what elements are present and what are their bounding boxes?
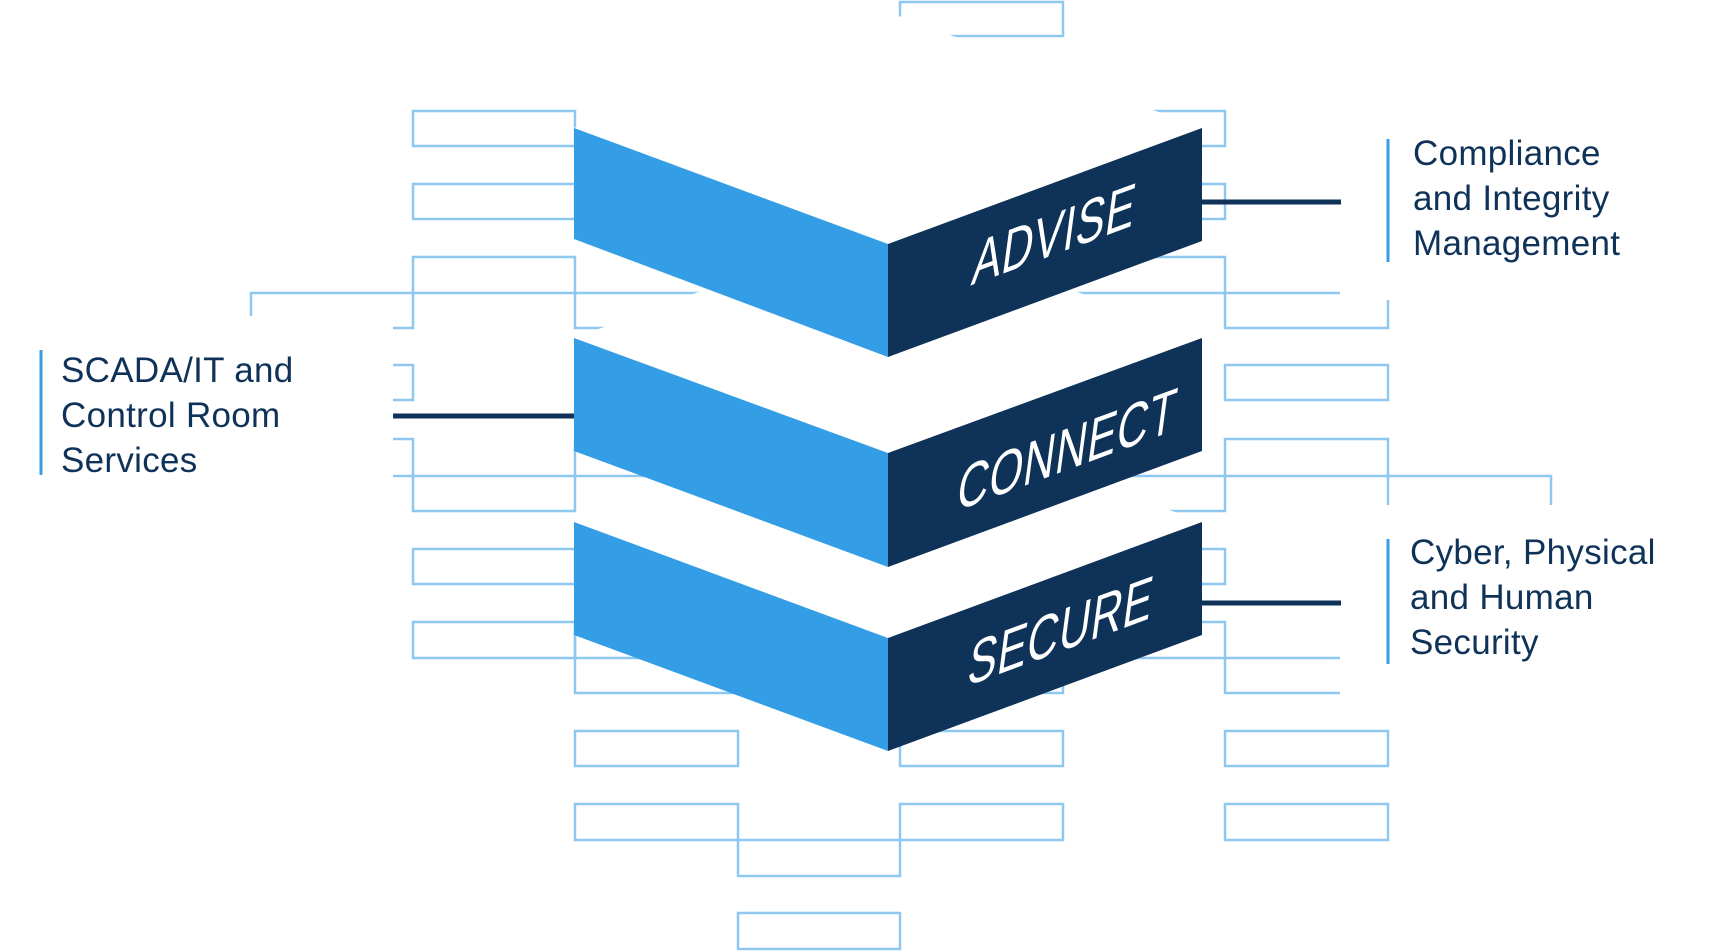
chevron-advise xyxy=(574,12,1202,357)
callout-line: SCADA/IT and xyxy=(61,351,294,390)
callout-line: and Integrity xyxy=(1413,179,1610,218)
callout-line: Services xyxy=(61,441,198,480)
callout-line: Security xyxy=(1410,623,1539,662)
callout-line: Compliance xyxy=(1413,134,1601,173)
callout-line: and Human xyxy=(1410,578,1594,617)
callout-scada-it-control-room: SCADA/IT and Control Room Services xyxy=(61,348,294,483)
callout-line: Cyber, Physical xyxy=(1410,533,1656,572)
callout-line: Management xyxy=(1413,224,1621,263)
callout-compliance-integrity: Compliance and Integrity Management xyxy=(1413,131,1620,266)
callout-cyber-physical-human-security: Cyber, Physical and Human Security xyxy=(1410,530,1656,665)
callout-line: Control Room xyxy=(61,396,281,435)
